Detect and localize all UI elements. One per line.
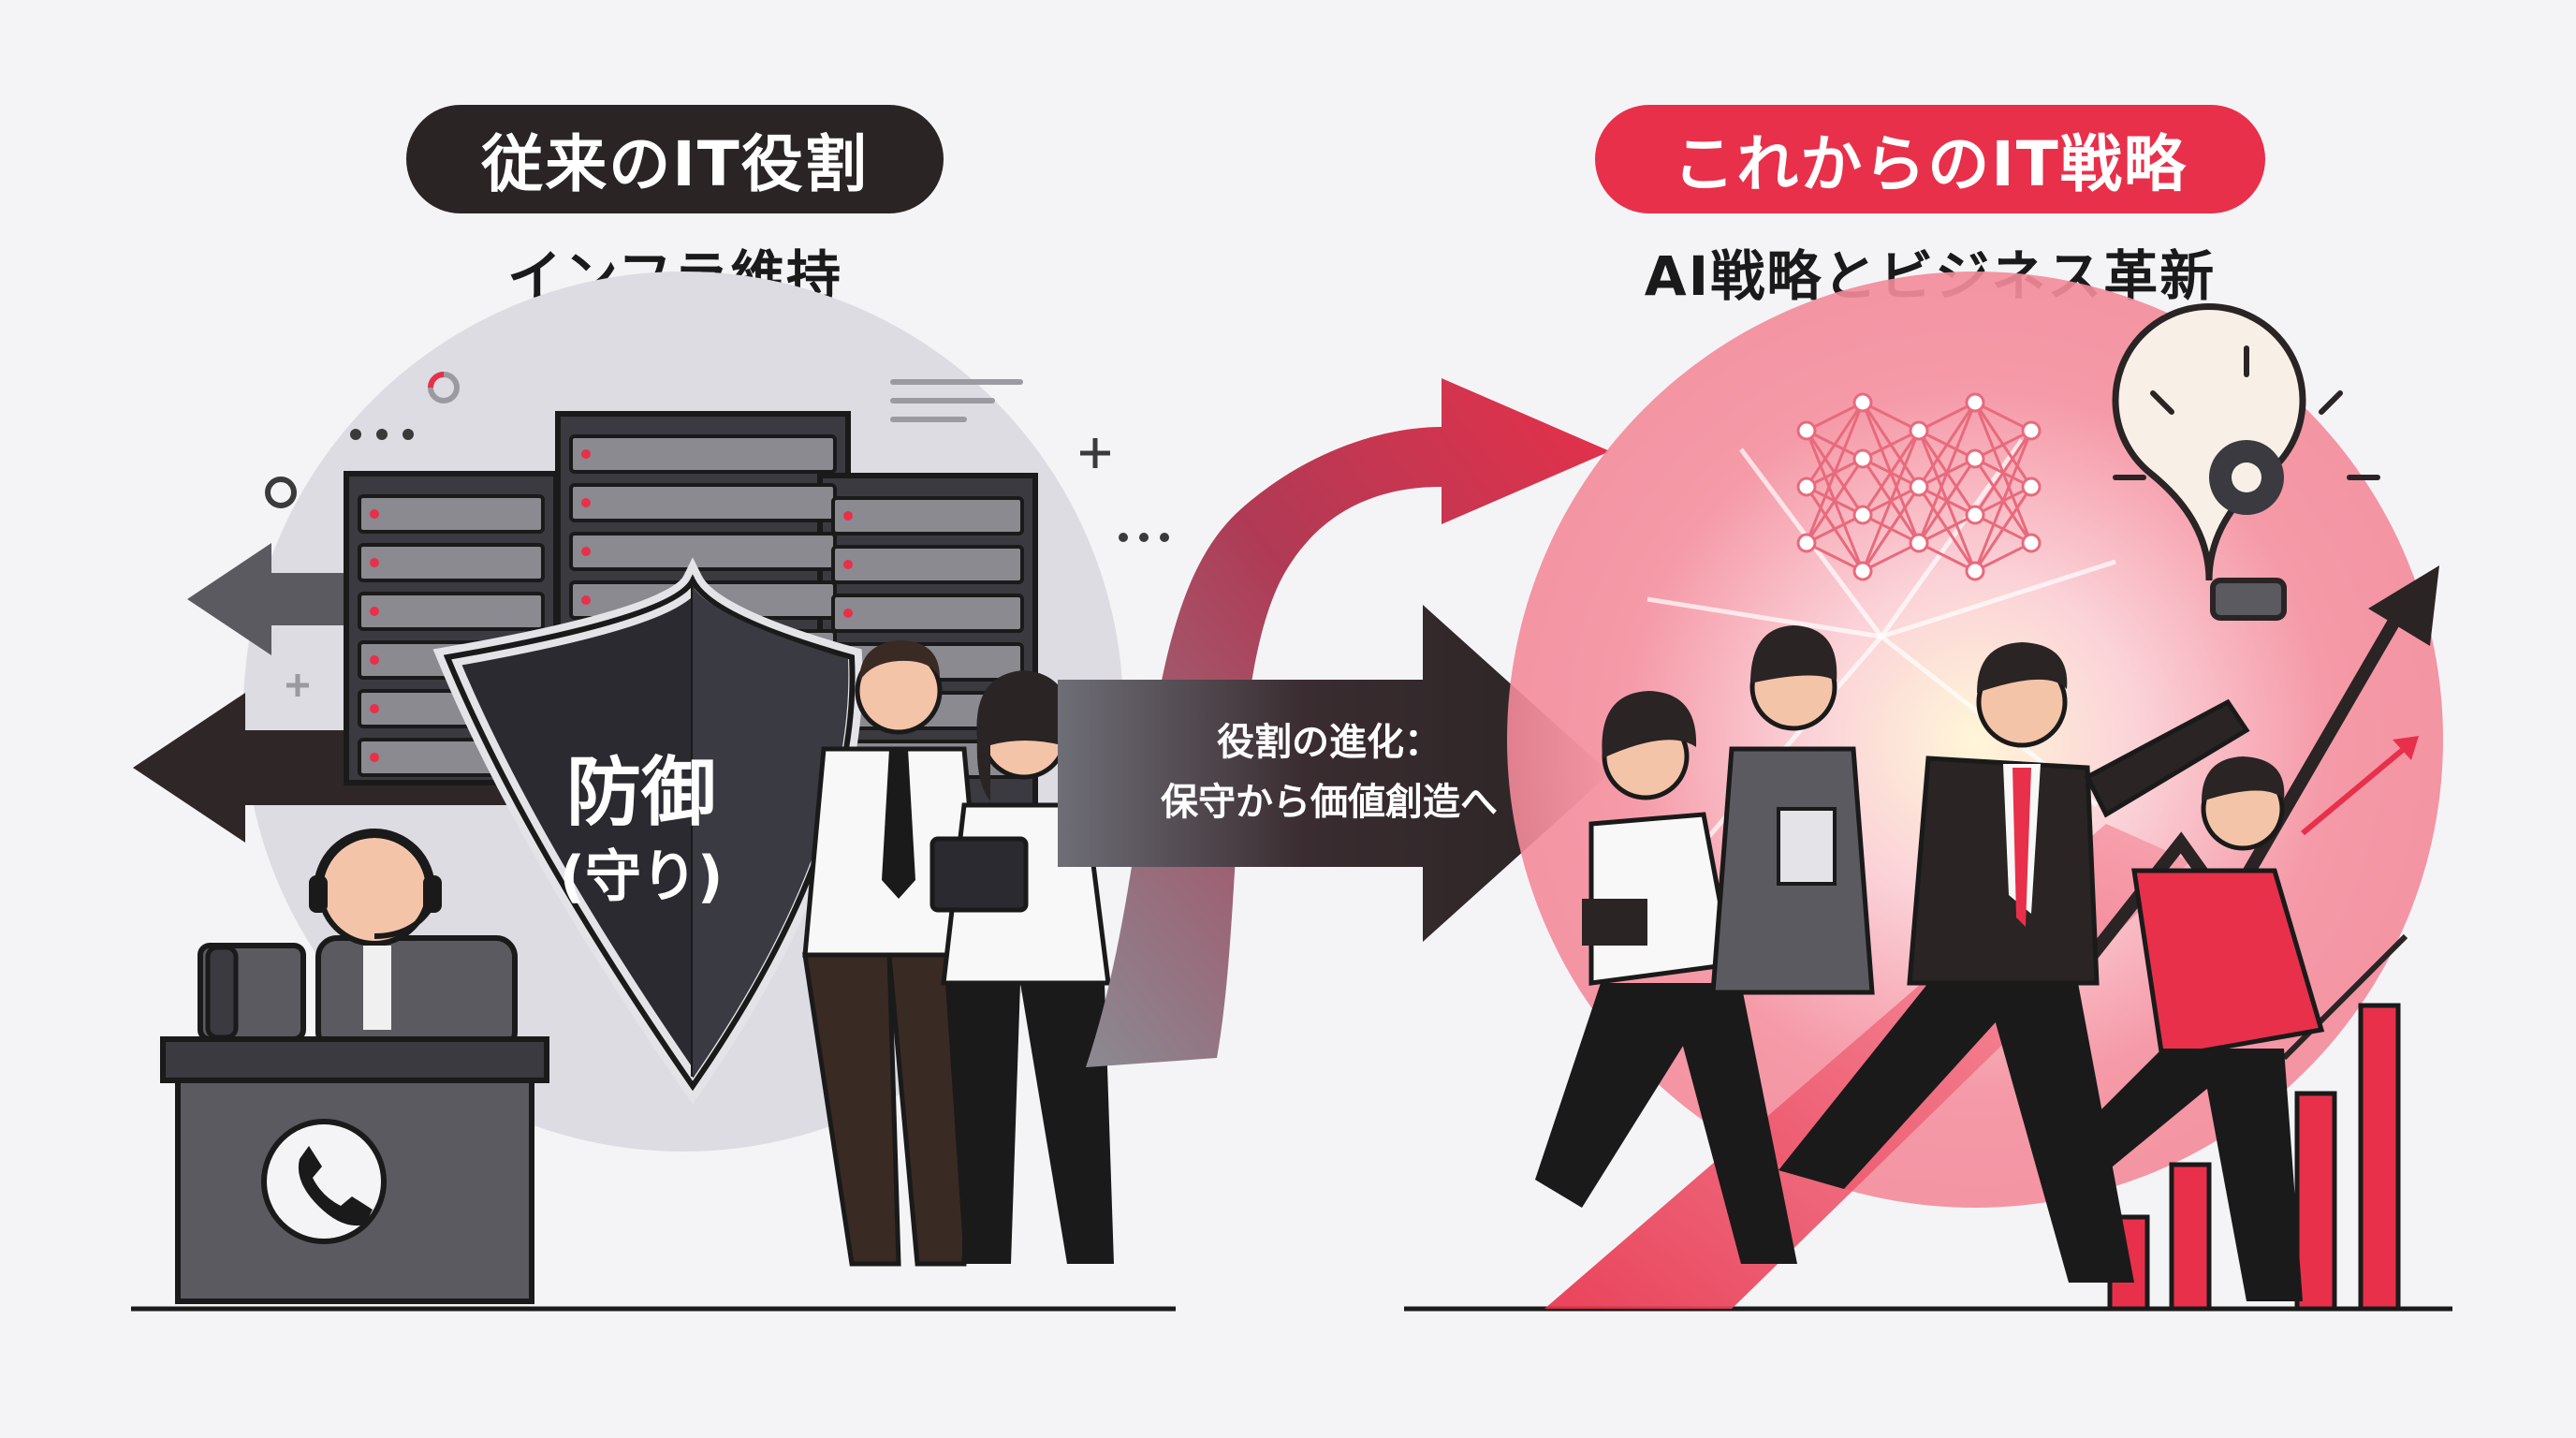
network-link	[1862, 401, 1920, 433]
server-unit	[569, 483, 837, 522]
network-link	[1918, 541, 1976, 573]
shield-label-sub: (守り)	[559, 844, 724, 910]
network-link	[1918, 401, 1976, 433]
network-node	[1852, 561, 1873, 581]
network-link	[1805, 402, 1865, 544]
network-link	[1917, 402, 1977, 544]
headset-icon	[309, 829, 518, 1053]
network-node	[1965, 561, 1985, 581]
server-led	[843, 560, 853, 569]
left-heading: 従来のIT役割	[481, 128, 869, 200]
network-link	[1806, 401, 1864, 433]
network-link	[1918, 513, 1976, 545]
network-node	[1852, 505, 1873, 525]
network-link	[1862, 429, 1920, 461]
network-node	[1796, 477, 1817, 497]
server-led	[370, 558, 379, 567]
network-link	[1861, 430, 1921, 572]
network-link	[1917, 402, 1977, 488]
lightbulb-gear-icon	[2112, 303, 2380, 621]
phone-icon	[261, 1119, 387, 1244]
network-node	[1852, 392, 1873, 413]
person-man-red	[2059, 756, 2325, 1301]
network-node	[1965, 392, 1985, 413]
network-node	[1852, 448, 1873, 469]
server-led	[581, 547, 591, 556]
server-led	[843, 511, 853, 521]
transition-curve-arrow	[1086, 378, 1610, 1067]
decor-lines	[890, 379, 1023, 422]
network-node	[1796, 533, 1817, 553]
server-led	[581, 498, 591, 507]
network-link	[1806, 513, 1864, 545]
person-woman-running	[1535, 691, 1797, 1264]
server-unit	[831, 496, 1024, 536]
center-arrow	[1058, 605, 1610, 942]
network-node	[2021, 533, 2042, 553]
network-node	[1965, 505, 1985, 525]
server-unit	[358, 543, 545, 582]
network-link	[1973, 430, 2033, 572]
network-link	[1861, 486, 1921, 572]
network-node	[1909, 477, 1929, 497]
network-link	[1974, 401, 2032, 433]
network-node	[1909, 533, 1929, 553]
left-arrow-gray	[187, 543, 487, 655]
server-led	[370, 753, 379, 762]
network-link	[1862, 541, 1920, 573]
network-link	[1805, 458, 1865, 544]
neural-network-icon	[1796, 392, 2042, 581]
center-caption-line2: 保守から価値創造へ	[1161, 781, 1498, 824]
network-node	[1909, 420, 1929, 441]
right-heading-pill: これからのIT戦略	[1595, 105, 2265, 213]
person-man-pointing	[1778, 642, 2250, 1283]
server-unit	[358, 592, 545, 631]
server-unit	[569, 532, 837, 571]
desk	[160, 1036, 549, 1304]
network-link	[1974, 541, 2032, 573]
server-led	[370, 607, 379, 616]
server-unit	[569, 434, 837, 474]
decor-plus-icon	[286, 438, 1110, 697]
person-woman-back	[1710, 625, 1875, 995]
network-node	[2021, 420, 2042, 441]
server-led	[581, 595, 591, 605]
center-caption-line1: 役割の進化：	[1217, 721, 1442, 764]
server-led	[581, 449, 591, 459]
network-node	[1965, 448, 1985, 469]
server-led	[370, 655, 379, 665]
server-unit	[831, 545, 1024, 584]
bar-chart-icon	[2107, 1003, 2401, 1312]
right-heading: これからのIT戦略	[1673, 128, 2188, 200]
left-heading-pill: 従来のIT役割	[406, 105, 944, 213]
server-unit	[358, 494, 545, 534]
decor-dots	[350, 429, 1169, 542]
desk-phone-icon	[198, 943, 306, 1042]
network-link	[1974, 429, 2032, 461]
server-led	[370, 704, 379, 713]
decor-ring-red-icon	[265, 477, 297, 508]
network-link	[1805, 402, 1865, 488]
server-led	[370, 509, 379, 519]
decor-arc-red	[428, 372, 445, 389]
server-led	[843, 609, 853, 618]
network-link	[1917, 458, 1977, 544]
server-unit	[831, 594, 1024, 633]
network-link	[1861, 430, 1921, 516]
shield-label-main: 防御	[566, 749, 716, 836]
network-link	[1973, 430, 2033, 516]
network-link	[1806, 541, 1864, 573]
network-node	[2021, 477, 2042, 497]
network-link	[1973, 486, 2033, 572]
network-node	[1796, 420, 1817, 441]
